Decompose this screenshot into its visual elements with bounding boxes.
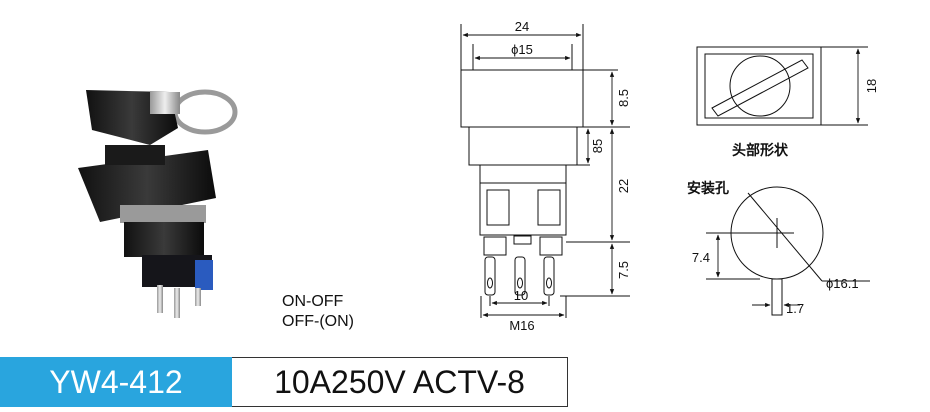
mount-diameter-label: ϕ16.1 bbox=[826, 276, 859, 291]
mount-hole-caption: 安装孔 bbox=[687, 180, 729, 196]
model-number: YW4-412 bbox=[0, 357, 232, 407]
product-photo bbox=[78, 89, 238, 318]
mount-flat-label: 7.4 bbox=[692, 250, 710, 265]
dim-pitch-label: 10 bbox=[514, 288, 528, 303]
dim-body-label: 22 bbox=[616, 179, 631, 193]
thread-label: M16 bbox=[509, 318, 534, 333]
dim-width-label: 24 bbox=[515, 19, 529, 34]
head-height-label: 18 bbox=[864, 79, 879, 93]
dim-inner-label: ϕ15 bbox=[511, 42, 533, 57]
mode-2: OFF-(ON) bbox=[282, 313, 354, 330]
front-view-dimensions bbox=[462, 32, 615, 318]
rating-spec: 10A250V ACTV-8 bbox=[232, 357, 568, 407]
head-shape-view bbox=[696, 46, 868, 126]
front-view-labels: 24 ϕ15 8.5 85 22 7.5 10 M16 bbox=[509, 19, 631, 333]
dim-terminal-label: 7.5 bbox=[616, 261, 631, 279]
mode-1: ON-OFF bbox=[282, 293, 344, 310]
switch-modes: ON-OFF OFF-(ON) bbox=[282, 292, 354, 332]
mount-hole-view bbox=[706, 186, 870, 316]
dim-head-label: 8.5 bbox=[616, 89, 631, 107]
mount-key-label: 1.7 bbox=[786, 301, 804, 316]
dim-collar-label: 85 bbox=[590, 139, 605, 153]
head-shape-caption: 头部形状 bbox=[732, 142, 789, 158]
front-view bbox=[460, 24, 630, 318]
